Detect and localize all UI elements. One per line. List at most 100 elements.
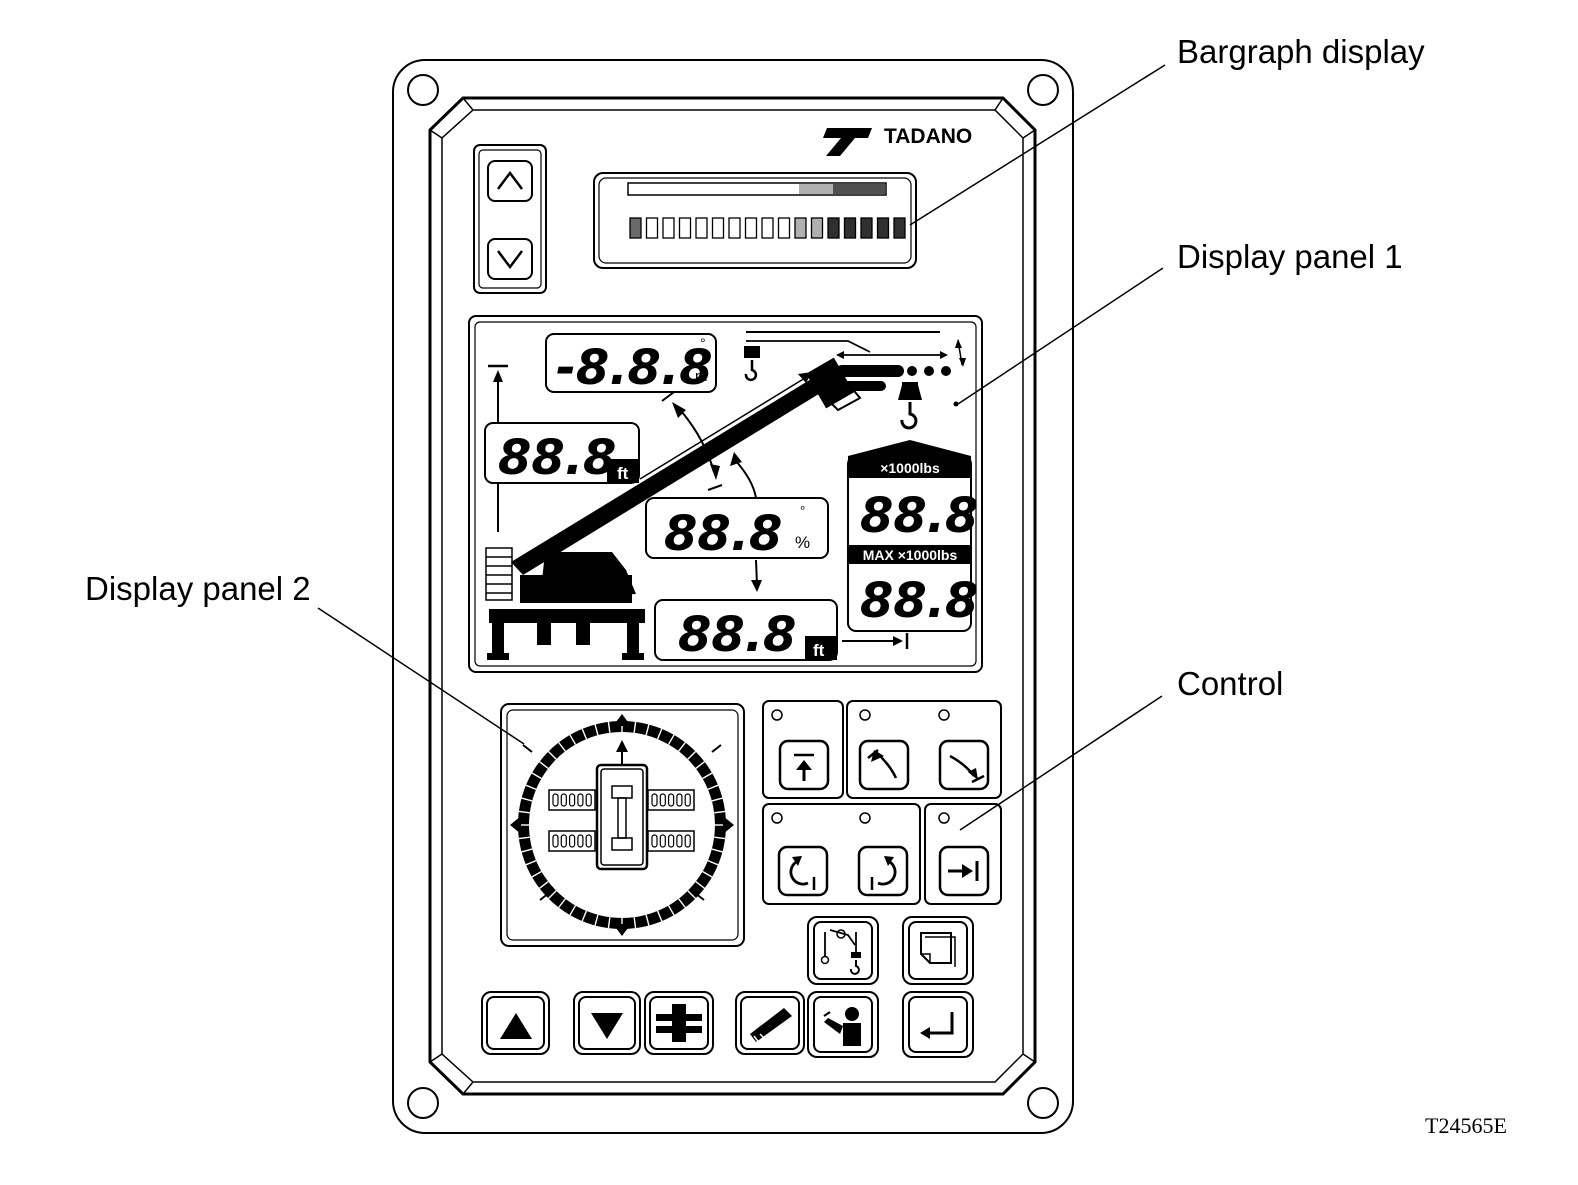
- dial-tick: [607, 721, 611, 733]
- down-button[interactable]: [573, 991, 641, 1055]
- dial-tick: [531, 870, 542, 878]
- enter-icon: [920, 1012, 954, 1039]
- dial-tick: [645, 724, 650, 736]
- bargraph-segment: [711, 217, 725, 239]
- display-panel-1: -8.8.8 ° m 88.8 ft 88.8 ° % 88.8 ft: [468, 315, 983, 673]
- swing-right-indicator-lamp: [859, 812, 871, 824]
- dial-tick: [714, 810, 726, 814]
- dial-tick: [518, 836, 530, 840]
- dial-tick: [707, 859, 719, 866]
- outrigger-button[interactable]: [644, 991, 714, 1055]
- swing-right-limit-icon: [870, 856, 897, 890]
- carrier-top-view-icon: [548, 740, 695, 871]
- boom-angle-unit-degree: °: [800, 503, 805, 518]
- dial-tick: [702, 870, 713, 878]
- control-buttons: [481, 700, 1002, 1058]
- operator-icon: [823, 1007, 861, 1046]
- triangle-up-icon: [500, 1013, 532, 1039]
- swing-left-limit-button[interactable]: [777, 845, 829, 897]
- bargraph-segment: [876, 217, 890, 239]
- dial-tick: [521, 797, 533, 802]
- bargraph-segment: [794, 217, 807, 239]
- boom-icon: [750, 1008, 792, 1045]
- outrigger-cell: [585, 793, 592, 807]
- bargraph-segment: [728, 217, 741, 239]
- outrigger-cell: [651, 834, 658, 848]
- dial-tick: [547, 890, 557, 900]
- dial-tick: [594, 724, 599, 736]
- bargraph-segment: [761, 217, 774, 239]
- scroll-up-button[interactable]: [487, 160, 533, 202]
- angle-length-readout: -8.8.8 ° m: [545, 333, 717, 396]
- boom-angle-readout: 88.8 ° %: [645, 497, 829, 562]
- hook-selection-button[interactable]: [807, 916, 879, 985]
- outrigger-cell: [684, 793, 691, 807]
- outrigger-icon: [656, 1004, 702, 1042]
- dial-tick: [525, 859, 537, 866]
- bargraph-segment: [827, 217, 840, 239]
- dial-tick: [569, 905, 577, 916]
- dial-tick: [687, 750, 697, 760]
- working-radius-limit-button[interactable]: [938, 845, 990, 897]
- height-limit-button[interactable]: [778, 739, 830, 791]
- mounting-hole-bottom-right: [1027, 1087, 1059, 1119]
- working-radius-readout: 88.8 ft: [654, 599, 909, 663]
- page-button[interactable]: [902, 916, 974, 985]
- dial-tick: [525, 784, 537, 791]
- outrigger-cell: [560, 834, 567, 848]
- callout-display-panel-1: Display panel 1: [1177, 238, 1403, 275]
- crane-silhouette-icon: [485, 331, 966, 660]
- figure-id: T24565E: [1425, 1113, 1507, 1138]
- boom-button[interactable]: [735, 991, 805, 1055]
- dial-tick: [633, 917, 637, 929]
- height-limit-group: [762, 700, 844, 799]
- dial-tick: [558, 898, 566, 908]
- dial-tick: [714, 836, 726, 840]
- bargraph-segment: [662, 217, 675, 239]
- angle-upper-limit-button[interactable]: [858, 739, 910, 791]
- dial-tick: [547, 750, 557, 760]
- dial-tick: [607, 917, 611, 929]
- dial-tick: [633, 721, 637, 733]
- operator-button[interactable]: [807, 991, 879, 1058]
- control-unit-housing: [392, 59, 1074, 1134]
- outrigger-cell: [577, 834, 584, 848]
- angle-length-value: -8.8.8: [556, 340, 713, 396]
- outrigger-cell: [659, 793, 666, 807]
- angle-upper-indicator-lamp: [859, 709, 871, 721]
- dial-tick: [594, 914, 599, 926]
- dial-tick: [678, 742, 686, 752]
- dial-tick: [531, 772, 542, 780]
- triangle-down-icon: [591, 1013, 623, 1039]
- working-radius-limit-group: [924, 803, 1002, 905]
- dial-tick: [695, 761, 705, 769]
- callout-control: Control: [1177, 665, 1283, 702]
- scroll-button-group: [473, 144, 547, 294]
- working-radius-unit: ft: [813, 641, 825, 660]
- outrigger-cell: [659, 834, 666, 848]
- outrigger-cell: [568, 793, 576, 807]
- enter-button[interactable]: [902, 991, 974, 1058]
- up-button[interactable]: [481, 991, 550, 1055]
- bargraph-segment: [645, 217, 659, 239]
- dial-tick: [558, 742, 566, 752]
- page-icon: [920, 932, 956, 967]
- lifting-height-readout: 88.8 ft: [484, 422, 640, 486]
- boom-angle-upper-icon: [867, 749, 898, 779]
- dial-tick: [645, 914, 650, 926]
- boom-angle-limit-group: [846, 700, 1002, 799]
- boom-angle-value: 88.8: [664, 506, 782, 562]
- max-load-value: 88.8: [860, 573, 978, 629]
- swing-left-limit-icon: [789, 856, 816, 890]
- hook-selection-icon: [820, 929, 861, 975]
- swing-right-limit-button[interactable]: [857, 845, 909, 897]
- callout-leaders: [317, 64, 1166, 831]
- angle-lower-limit-button[interactable]: [938, 739, 990, 791]
- boom-angle-lower-icon: [949, 754, 985, 784]
- display-panel-2: [500, 703, 745, 947]
- angle-lower-indicator-lamp: [938, 709, 950, 721]
- outrigger-cell: [676, 793, 683, 807]
- scroll-down-button[interactable]: [487, 238, 533, 280]
- boom-angle-unit-percent: %: [795, 533, 810, 552]
- outrigger-cell: [552, 834, 559, 848]
